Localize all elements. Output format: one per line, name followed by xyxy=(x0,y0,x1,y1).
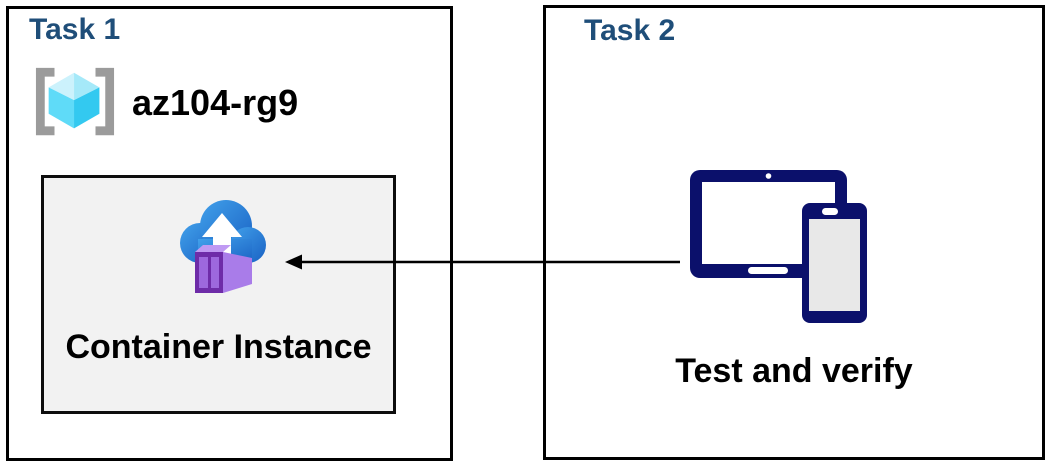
container-shape xyxy=(195,245,252,293)
container-instance-box: Container Instance xyxy=(41,175,396,414)
left-bracket xyxy=(35,67,55,136)
phone-shape xyxy=(802,203,867,323)
container-instance-label: Container Instance xyxy=(65,328,372,366)
upload-arrow-icon xyxy=(202,213,242,261)
task1-box: Task 1 az104-rg9 xyxy=(6,6,453,461)
test-and-verify-label: Test and verify xyxy=(675,352,913,390)
resource-group-icon xyxy=(35,67,115,136)
cube xyxy=(48,72,100,129)
resource-group-row: az104-rg9 xyxy=(34,60,298,146)
task1-title: Task 1 xyxy=(29,13,121,46)
tablet-home-button xyxy=(748,267,788,274)
tablet-camera-dot xyxy=(765,173,772,179)
arrow-connector xyxy=(285,254,680,270)
devices-icon xyxy=(690,170,867,323)
phone-speaker xyxy=(822,208,838,215)
task2-title: Task 2 xyxy=(584,14,676,47)
task2-box: Task 2 Test and verify xyxy=(543,5,1045,460)
right-bracket xyxy=(95,67,115,136)
arrowhead-left xyxy=(285,254,302,270)
container-instance-icon xyxy=(180,200,266,293)
resource-group-name: az104-rg9 xyxy=(132,82,299,123)
